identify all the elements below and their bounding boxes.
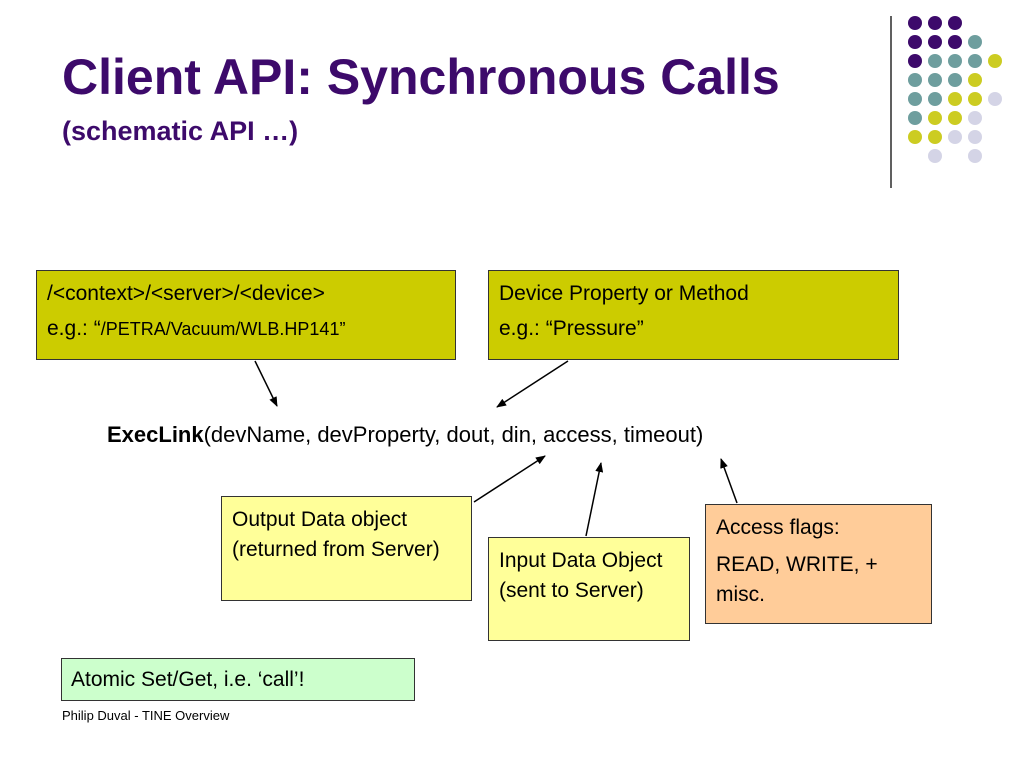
arrow-output-to-dout (473, 455, 546, 503)
device-name-example: e.g.: “/PETRA/Vacuum/WLB.HP141” (47, 314, 445, 343)
device-property-label: Device Property or Method (499, 282, 749, 305)
dot (968, 130, 982, 144)
dot (988, 54, 1002, 68)
arrow-property-to-signature (496, 360, 569, 408)
decorative-dot-grid (908, 16, 1002, 163)
dot (908, 16, 922, 30)
arrow-device-name-to-signature (254, 360, 278, 407)
device-name-box: /<context>/<server>/<device> e.g.: “/PET… (36, 270, 456, 360)
input-data-text: Input Data Object (sent to Server) (499, 549, 663, 603)
input-data-box: Input Data Object (sent to Server) (488, 537, 690, 641)
access-flags-box: Access flags: READ, WRITE, + misc. (705, 504, 932, 624)
dot (908, 73, 922, 87)
dot (948, 35, 962, 49)
dot (948, 73, 962, 87)
slide-subtitle: (schematic API …) (62, 116, 299, 146)
slide-footer: Philip Duval - TINE Overview (62, 708, 230, 723)
device-name-example-prefix: e.g.: “ (47, 317, 101, 341)
access-flags-values: READ, WRITE, + misc. (716, 553, 878, 606)
atomic-note-text: Atomic Set/Get, i.e. ‘call’! (71, 668, 305, 691)
dot (928, 111, 942, 125)
device-name-pattern: /<context>/<server>/<device> (47, 282, 325, 305)
device-property-box: Device Property or Method e.g.: “Pressur… (488, 270, 899, 360)
execlink-function-name: ExecLink (107, 422, 204, 447)
dot (928, 54, 942, 68)
dot (968, 54, 982, 68)
dot (908, 92, 922, 106)
output-data-box: Output Data object (returned from Server… (221, 496, 472, 601)
dot (948, 92, 962, 106)
execlink-signature: ExecLink(devName, devProperty, dout, din… (107, 422, 703, 448)
dot (968, 73, 982, 87)
atomic-note-box: Atomic Set/Get, i.e. ‘call’! (61, 658, 415, 701)
access-flags-label: Access flags: (716, 516, 840, 539)
dot (928, 149, 942, 163)
dot (968, 111, 982, 125)
dot (908, 130, 922, 144)
output-data-text: Output Data object (returned from Server… (232, 508, 440, 562)
dot (928, 16, 942, 30)
dot (928, 130, 942, 144)
device-name-example-value: /PETRA/Vacuum/WLB.HP141” (100, 319, 346, 340)
arrow-access-to-access-param (720, 458, 738, 504)
dot (968, 149, 982, 163)
dot (928, 35, 942, 49)
dot (908, 35, 922, 49)
dot (928, 73, 942, 87)
execlink-arguments: (devName, devProperty, dout, din, access… (203, 422, 704, 447)
dot (908, 111, 922, 125)
arrow-input-to-din (585, 462, 604, 537)
dot (928, 92, 942, 106)
slide-title: Client API: Synchronous Calls (62, 49, 780, 105)
dot (988, 92, 1002, 106)
dot (948, 54, 962, 68)
dot (968, 92, 982, 106)
dot (908, 54, 922, 68)
device-property-example: e.g.: “Pressure” (499, 317, 644, 341)
dot (948, 111, 962, 125)
dot (948, 16, 962, 30)
dot (948, 130, 962, 144)
dot (968, 35, 982, 49)
divider-line (890, 16, 892, 188)
